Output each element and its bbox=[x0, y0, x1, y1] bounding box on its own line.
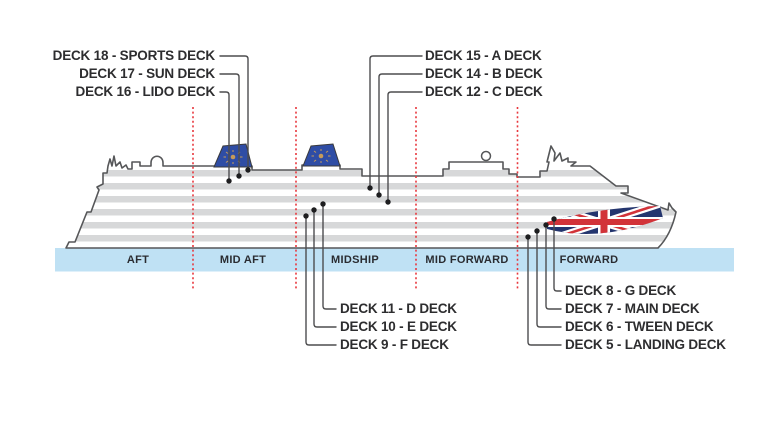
dot-deck-7 bbox=[543, 222, 549, 228]
deck-9-label: DECK 9 - F DECK bbox=[340, 337, 449, 352]
dot-deck-18 bbox=[245, 167, 251, 173]
leader-deck-9 bbox=[305, 215, 337, 346]
deck-12-label: DECK 12 - C DECK bbox=[425, 84, 543, 99]
deck-6-label: DECK 6 - TWEEN DECK bbox=[565, 319, 714, 334]
water-band bbox=[55, 248, 734, 272]
dot-deck-6 bbox=[534, 228, 540, 234]
deck-18-label: DECK 18 - SPORTS DECK bbox=[52, 48, 216, 63]
leader-deck-12 bbox=[387, 91, 423, 203]
leader-deck-5 bbox=[527, 236, 562, 346]
leader-dots bbox=[226, 167, 557, 240]
dot-deck-17 bbox=[236, 173, 242, 179]
leader-deck-17 bbox=[219, 73, 240, 177]
leader-deck-8 bbox=[553, 218, 562, 292]
dot-deck-10 bbox=[311, 207, 317, 213]
dot-deck-12 bbox=[385, 199, 391, 205]
leader-deck-15 bbox=[369, 55, 423, 189]
leader-deck-7 bbox=[545, 224, 562, 310]
section-label-forward: FORWARD bbox=[559, 254, 619, 266]
leader-deck-11 bbox=[322, 203, 337, 310]
deck-14-label: DECK 14 - B DECK bbox=[425, 66, 543, 81]
leader-lines bbox=[219, 55, 562, 346]
section-divider-lines bbox=[192, 107, 519, 290]
deck-15-label: DECK 15 - A DECK bbox=[425, 48, 542, 63]
dot-deck-5 bbox=[525, 234, 531, 240]
dot-deck-11 bbox=[320, 201, 326, 207]
deck-5-label: DECK 5 - LANDING DECK bbox=[565, 337, 726, 352]
section-label-mid-aft: MID AFT bbox=[219, 254, 267, 266]
hull-outline bbox=[65, 145, 677, 249]
deck-16-label: DECK 16 - LIDO DECK bbox=[75, 84, 216, 99]
leader-deck-10 bbox=[313, 209, 337, 328]
dot-deck-8 bbox=[551, 216, 557, 222]
deck-stripe bbox=[66, 235, 676, 242]
dot-deck-14 bbox=[376, 192, 382, 198]
radar-ring-icon bbox=[480, 150, 492, 162]
deck-stripe bbox=[66, 196, 676, 203]
section-label-mid-forward: MID FORWARD bbox=[425, 254, 509, 266]
section-label-midship: MIDSHIP bbox=[331, 254, 379, 266]
leader-deck-6 bbox=[536, 230, 562, 328]
dot-deck-9 bbox=[303, 213, 309, 219]
deck-17-label: DECK 17 - SUN DECK bbox=[79, 66, 215, 81]
leader-deck-18 bbox=[219, 55, 249, 171]
section-label-aft: AFT bbox=[126, 254, 150, 266]
leader-deck-16 bbox=[219, 91, 230, 182]
deck-8-label: DECK 8 - G DECK bbox=[565, 283, 677, 298]
dot-deck-16 bbox=[226, 178, 232, 184]
deck-stripe bbox=[66, 209, 676, 216]
deck-7-label: DECK 7 - MAIN DECK bbox=[565, 301, 700, 316]
deck-10-label: DECK 10 - E DECK bbox=[340, 319, 457, 334]
dot-deck-15 bbox=[367, 185, 373, 191]
deck-stripe bbox=[66, 183, 676, 190]
leader-deck-14 bbox=[378, 73, 423, 196]
sun-logo-icon bbox=[311, 149, 331, 163]
deck-stripe bbox=[66, 222, 676, 229]
deck-11-label: DECK 11 - D DECK bbox=[340, 301, 457, 316]
